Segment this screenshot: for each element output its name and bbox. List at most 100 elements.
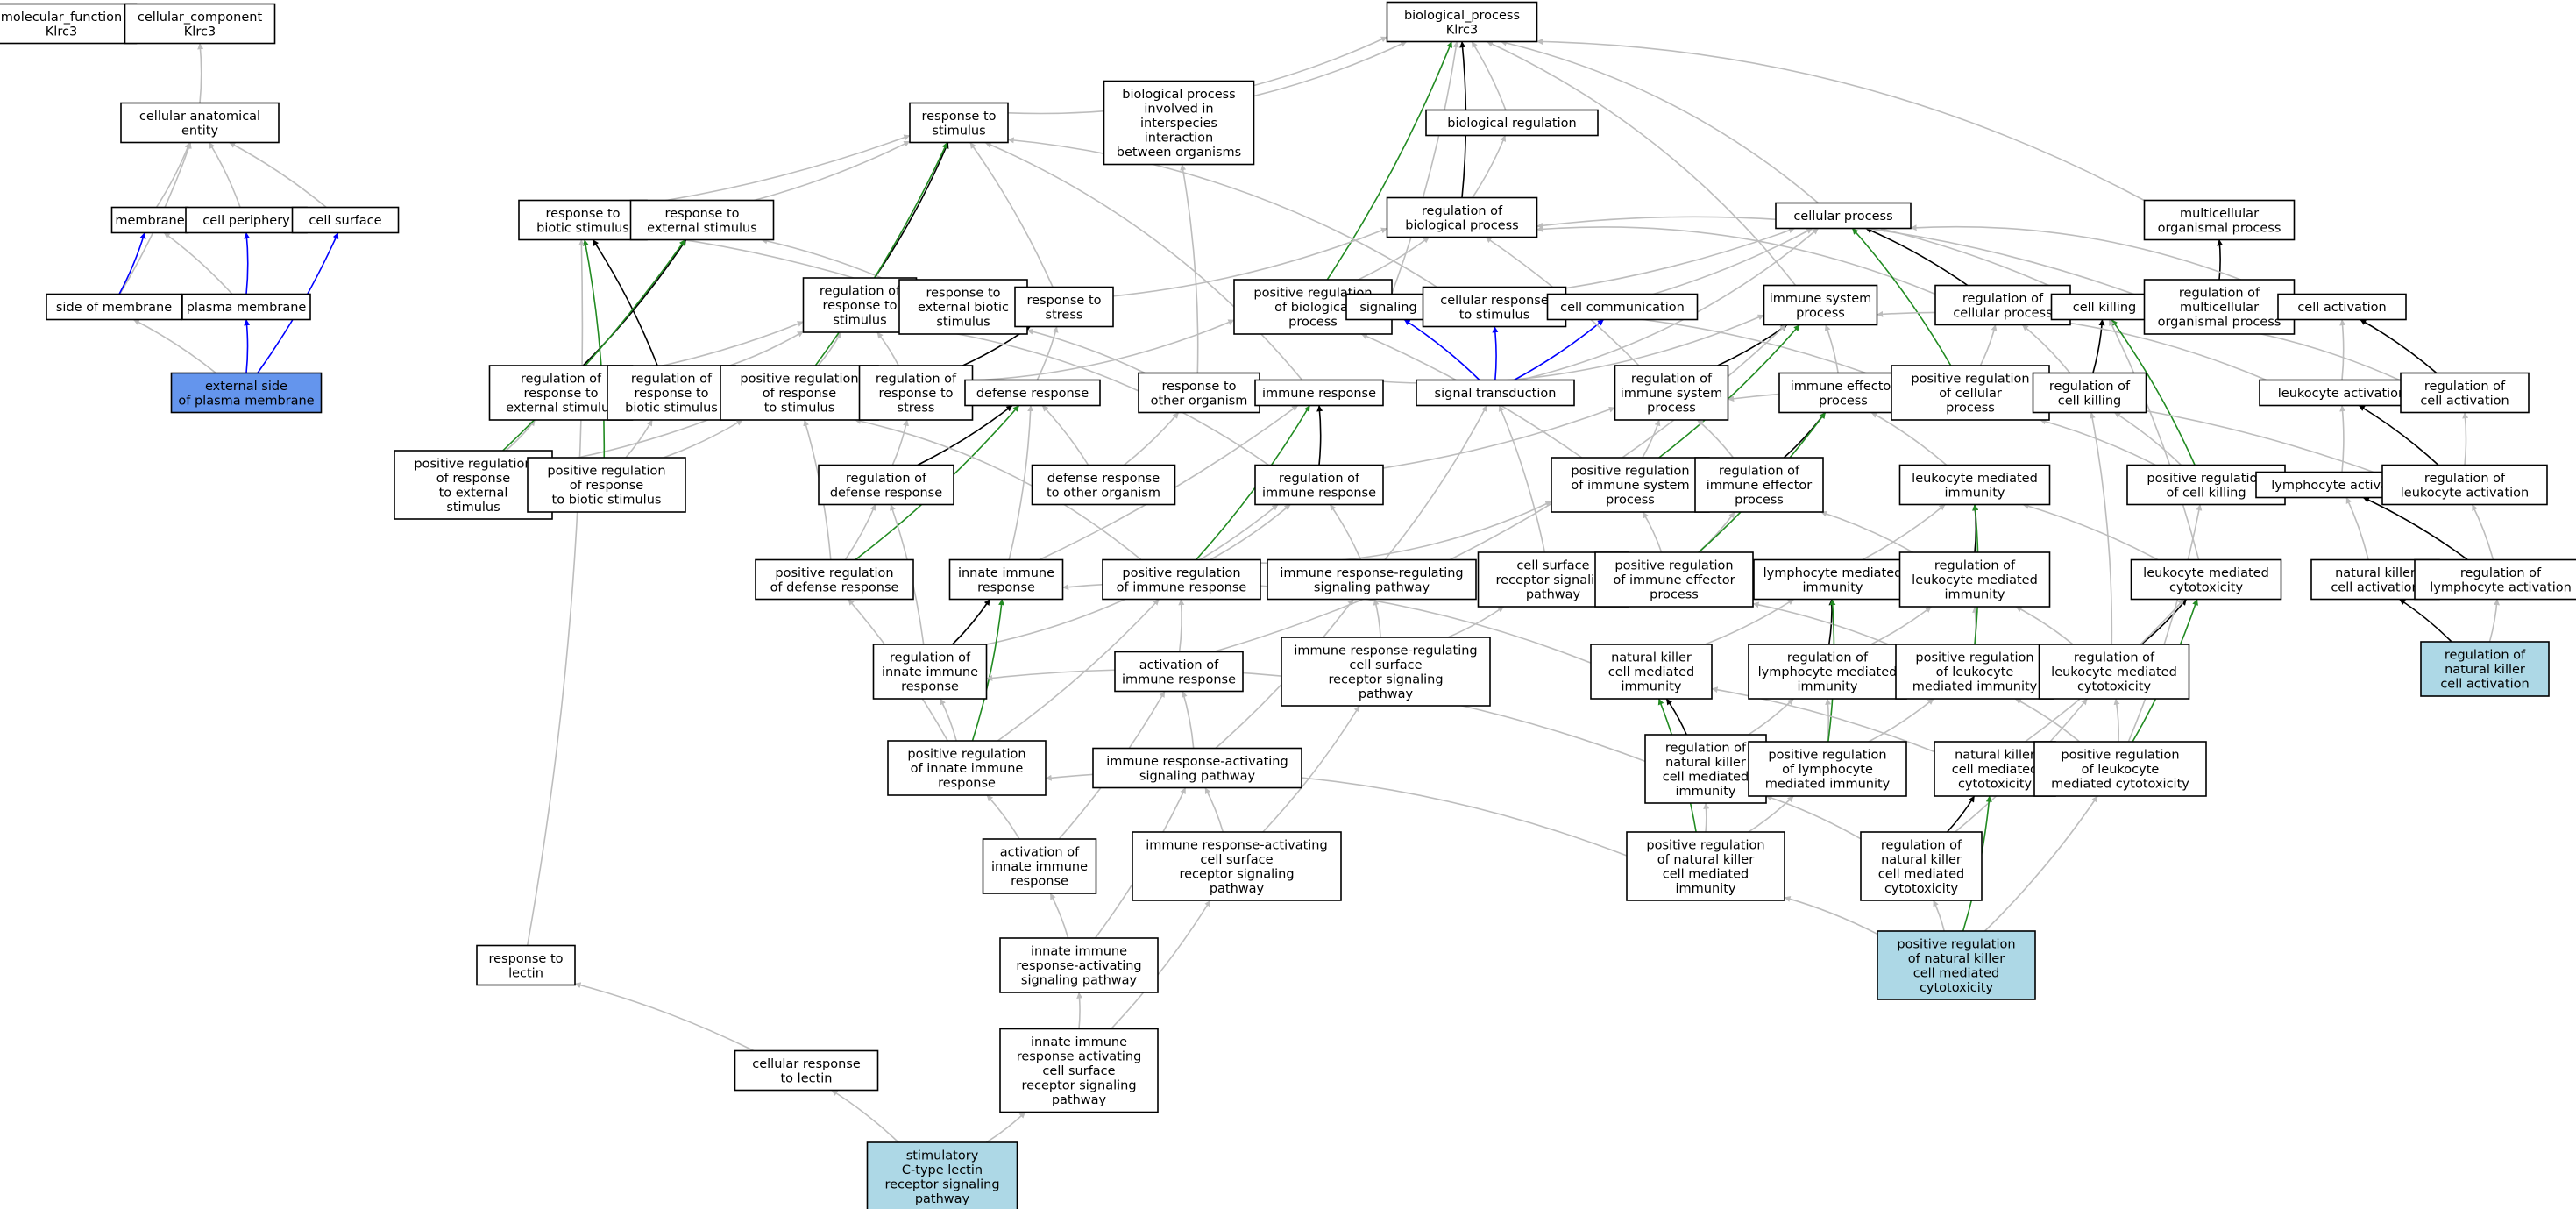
node-label-line: biological regulation	[1447, 117, 1576, 131]
go-term-node-leukact[interactable]: leukocyte activation	[2259, 379, 2425, 407]
node-box	[476, 944, 576, 986]
node-label-line: immune system	[1621, 387, 1723, 401]
edge-line	[1665, 698, 1687, 736]
node-label-line: regulation of	[1665, 741, 1747, 755]
go-term-node-sidemem[interactable]: side of membrane	[46, 293, 182, 321]
go-term-node-immresp[interactable]: immune response	[1254, 379, 1384, 407]
node-box	[291, 206, 400, 234]
go-term-node-membrane[interactable]: membrane	[110, 206, 189, 234]
go-term-node-cellsurf[interactable]: cell surface	[291, 206, 400, 234]
edge-line	[1447, 606, 1505, 638]
edge-regulates-rdefresp-to-defresp	[917, 404, 1013, 466]
go-term-node-sigtrans[interactable]: signal transduction	[1416, 379, 1575, 407]
edge-line	[155, 142, 191, 208]
go-term-node-cellkill[interactable]: cell killing	[2050, 293, 2159, 321]
go-term-node-defresp[interactable]: defense response	[964, 379, 1101, 407]
edge-line	[1492, 326, 1499, 380]
go-term-node-cellper[interactable]: cell periphery	[185, 206, 308, 234]
edge-line	[1262, 705, 1360, 833]
go-term-node-iirasp[interactable]: innate immuneresponse-activatingsignalin…	[999, 937, 1159, 993]
node-label-line: innate immune	[882, 665, 978, 679]
node-label-line: leukocyte mediated	[1912, 573, 2038, 587]
go-term-node-cellproc[interactable]: cellular process	[1775, 202, 1912, 230]
go-term-node-cellcomm[interactable]: cell communication	[1546, 293, 1699, 321]
go-term-node-cellact[interactable]: cell activation	[2277, 293, 2407, 321]
node-label-line: lymphocyte mediated	[1758, 665, 1898, 679]
edge-line	[1877, 310, 2267, 381]
go-term-node-signaling[interactable]: signaling	[1345, 293, 1431, 321]
go-term-node-bioreg[interactable]: biological regulation	[1425, 109, 1599, 137]
go-term-node-plasmamem[interactable]: plasma membrane	[181, 293, 311, 321]
node-label-line: response to	[921, 110, 996, 124]
node-box	[629, 199, 775, 241]
